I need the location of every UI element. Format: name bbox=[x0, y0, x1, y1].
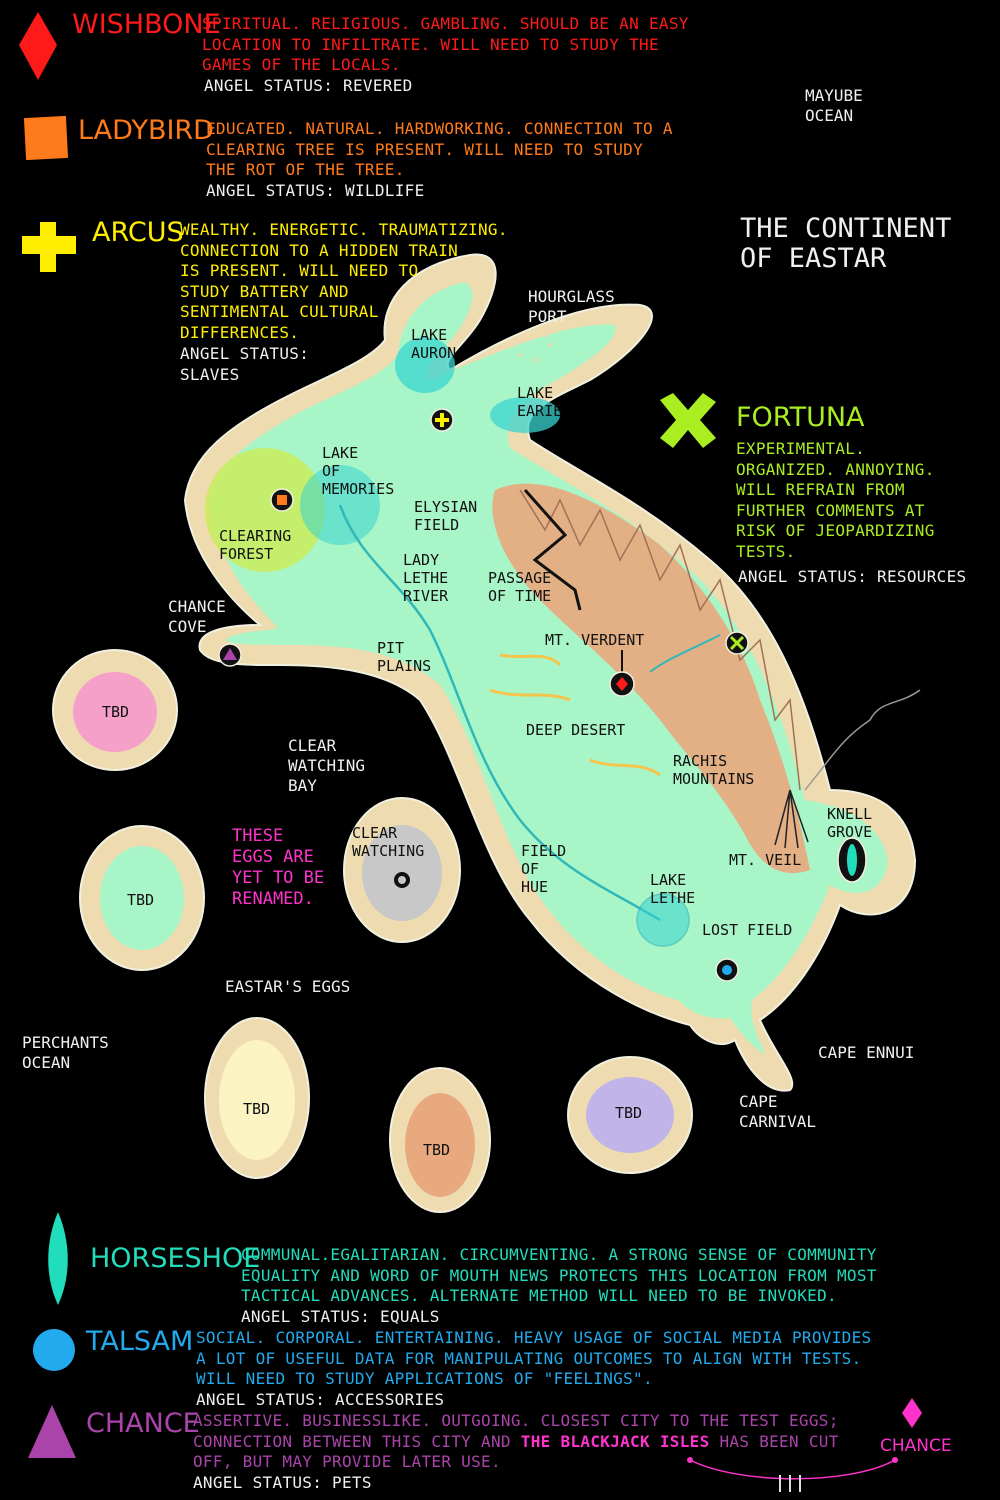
egg-clear-watching bbox=[343, 797, 461, 943]
wishbone-city-marker bbox=[609, 650, 635, 697]
fortuna-angel-status: ANGEL STATUS: RESOURCES bbox=[738, 567, 967, 586]
fortuna-title: FORTUNA bbox=[736, 402, 865, 433]
chance-angel-status: ANGEL STATUS: PETS bbox=[193, 1473, 372, 1492]
fortuna-description: EXPERIMENTAL. ORGANIZED. ANNOYING. WILL … bbox=[736, 439, 935, 561]
field-of-hue-label: FIELD OF HUE bbox=[521, 842, 567, 896]
elysian-field-label: ELYSIAN FIELD bbox=[414, 498, 478, 534]
egg-purple-label: TBD bbox=[615, 1104, 643, 1122]
chance-description-part-b: HAS BEEN CUT OFF, BUT MAY PROVIDE LATER … bbox=[193, 1431, 839, 1472]
chance-description-part-a: ASSERTIVE. BUSINESSLIKE. OUTGOING. CLOSE… bbox=[193, 1411, 839, 1451]
egg-yellow-label: TBD bbox=[243, 1100, 271, 1118]
blackjack-isles-link[interactable]: THE BLACKJACK ISLES bbox=[520, 1431, 710, 1451]
lost-field-label: LOST FIELD bbox=[702, 921, 793, 939]
lake-of-memories-label: LAKE OF MEMORIES bbox=[322, 444, 395, 498]
eggs-rename-note: THESE EGGS ARE YET TO BE RENAMED. bbox=[232, 826, 325, 909]
hourglass-port-label: HOURGLASS PORT bbox=[528, 287, 615, 326]
square-icon bbox=[23, 115, 69, 161]
lake-lethe-label: LAKE LETHE bbox=[650, 871, 696, 907]
clearing-forest-label: CLEARING FOREST bbox=[219, 527, 292, 563]
wishbone-angel-status: ANGEL STATUS: REVERED bbox=[204, 76, 413, 95]
mayube-ocean-label: MAYUBE OCEAN bbox=[805, 86, 863, 125]
horseshoe-description: COMMUNAL.EGALITARIAN. CIRCUMVENTING. A S… bbox=[241, 1245, 877, 1305]
cross-icon bbox=[660, 393, 716, 448]
cape-ennui-label: CAPE ENNUI bbox=[818, 1043, 915, 1062]
clearing-forest-area bbox=[205, 448, 325, 572]
ladybird-title: LADYBIRD bbox=[78, 115, 214, 146]
deep-desert-label: DEEP DESERT bbox=[526, 721, 626, 739]
mt-veil-drawing bbox=[774, 789, 809, 849]
cape-carnival-label: CAPE CARNIVAL bbox=[739, 1092, 817, 1131]
talsam-title: TALSAM bbox=[86, 1326, 194, 1357]
mountain-ridges bbox=[519, 489, 801, 791]
egg-orange bbox=[389, 1067, 491, 1213]
circle-icon bbox=[33, 1329, 75, 1371]
talsam-description: SOCIAL. CORPORAL. ENTERTAINING. HEAVY US… bbox=[196, 1328, 872, 1388]
egg-yellow bbox=[204, 1017, 310, 1179]
lake-auron-water bbox=[395, 337, 455, 393]
fortuna-stream bbox=[649, 634, 721, 673]
chance-doodle-label: CHANCE bbox=[880, 1436, 952, 1456]
diamond-icon bbox=[19, 12, 57, 80]
horseshoe-title: HORSESHOE bbox=[90, 1243, 261, 1274]
egg-orange-label: TBD bbox=[423, 1141, 451, 1159]
talsam-city-marker bbox=[715, 958, 739, 982]
lady-lethe-river bbox=[338, 504, 661, 922]
mt-veil-smoke bbox=[804, 689, 921, 791]
passage-of-time-label: PASSAGE OF TIME bbox=[488, 569, 552, 605]
triangle-icon bbox=[28, 1405, 76, 1458]
arcus-city-marker bbox=[430, 408, 454, 432]
arcus-description: WEALTHY. ENERGETIC. TRAUMATIZING. CONNEC… bbox=[180, 220, 508, 342]
mt-veil-label: MT. VEIL bbox=[729, 851, 802, 869]
map-title: THE CONTINENT OF EASTAR bbox=[740, 213, 952, 274]
lake-earie-label: LAKE EARIE bbox=[517, 384, 563, 420]
ladybird-angel-status: ANGEL STATUS: WILDLIFE bbox=[206, 181, 425, 200]
clear-watching-bay-label: CLEAR WATCHING BAY bbox=[288, 736, 366, 795]
rachis-mountains-label: RACHIS MOUNTAINS bbox=[673, 752, 755, 788]
clear-watching-egg-label: CLEAR WATCHING bbox=[352, 824, 425, 860]
chance-title: CHANCE bbox=[86, 1408, 200, 1439]
mt-verdent-label: MT. VERDENT bbox=[545, 631, 645, 649]
ladybird-city-marker bbox=[270, 488, 294, 512]
chance-cove-label: CHANCE COVE bbox=[168, 597, 226, 636]
egg-pink-label: TBD bbox=[102, 703, 130, 721]
severed-link-marks bbox=[779, 1475, 801, 1492]
lake-auron-label: LAKE AURON bbox=[411, 326, 457, 362]
egg-purple bbox=[567, 1056, 693, 1174]
eastars-eggs-caption: EASTAR'S EGGS bbox=[225, 977, 351, 996]
fortuna-city-marker bbox=[725, 631, 749, 655]
ladybird-description: EDUCATED. NATURAL. HARDWORKING. CONNECTI… bbox=[206, 119, 673, 179]
blackjack-link-line bbox=[689, 1459, 896, 1480]
rachis-mountains-area bbox=[492, 483, 810, 874]
lake-earie-water bbox=[490, 397, 560, 433]
arcus-title: ARCUS bbox=[92, 217, 184, 248]
perchants-ocean-label: PERCHANTS OCEAN bbox=[22, 1033, 109, 1072]
leaf-icon bbox=[48, 1212, 68, 1305]
wishbone-description: SPIRITUAL. RELIGIOUS. GAMBLING. SHOULD B… bbox=[202, 14, 689, 74]
continent-eastar bbox=[183, 253, 917, 1092]
horseshoe-angel-status: ANGEL STATUS: EQUALS bbox=[241, 1307, 440, 1326]
chance-doodle-diamond bbox=[902, 1398, 922, 1428]
horseshoe-city-marker bbox=[847, 844, 857, 876]
chance-city-marker bbox=[218, 643, 242, 667]
plus-icon bbox=[22, 222, 76, 272]
talsam-angel-status: ANGEL STATUS: ACCESSORIES bbox=[196, 1390, 445, 1409]
arcus-angel-status: ANGEL STATUS: SLAVES bbox=[180, 344, 310, 384]
passage-of-time-path bbox=[523, 489, 582, 611]
lake-lethe-water bbox=[636, 893, 690, 947]
egg-green bbox=[79, 825, 205, 971]
chance-description: ASSERTIVE. BUSINESSLIKE. OUTGOING. CLOSE… bbox=[193, 1411, 873, 1473]
deep-desert-texture bbox=[489, 653, 661, 777]
wishbone-title: WISHBONE bbox=[72, 9, 221, 40]
lady-lethe-river-label: LADY LETHE RIVER bbox=[403, 551, 449, 605]
hourglass-port-islands bbox=[518, 332, 552, 362]
knell-grove-label: KNELL GROVE bbox=[827, 805, 873, 841]
egg-green-label: TBD bbox=[127, 891, 155, 909]
egg-pink bbox=[52, 649, 178, 771]
pit-plains-label: PIT PLAINS bbox=[377, 639, 432, 675]
